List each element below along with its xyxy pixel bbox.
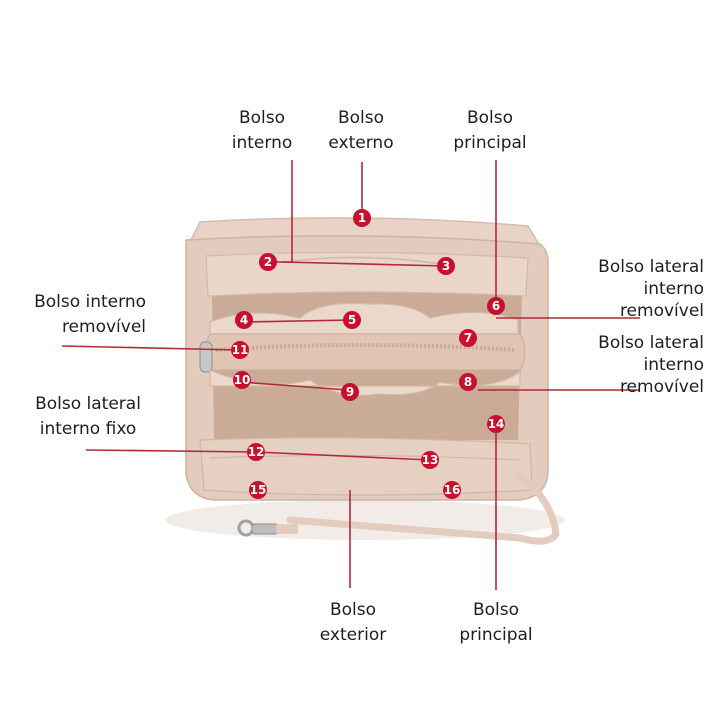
- marker-15: 15: [249, 481, 267, 499]
- label-bolso-exterior-bottom: Bolso exterior: [319, 600, 387, 645]
- marker-4: 4: [235, 311, 253, 329]
- scalloped-rim-top: [209, 302, 519, 335]
- svg-text:1: 1: [358, 211, 366, 225]
- label-bolso-lateral-fixo: Bolso lateral interno fixo: [35, 394, 141, 439]
- label-bolso-principal-top: Bolso principal: [453, 108, 527, 153]
- marker-6: 6: [487, 297, 505, 315]
- label-bolso-lateral-removivel-2: Bolso lateral interno removível: [598, 333, 704, 397]
- zipper-pull: [199, 341, 213, 373]
- svg-text:14: 14: [488, 417, 505, 431]
- marker-5: 5: [343, 311, 361, 329]
- svg-text:4: 4: [240, 313, 248, 327]
- svg-text:9: 9: [346, 385, 354, 399]
- key-clip: [237, 519, 298, 537]
- svg-text:10: 10: [234, 373, 251, 387]
- top-pocket-row: [205, 251, 529, 297]
- marker-7: 7: [459, 329, 477, 347]
- label-bolso-principal-bottom: Bolso principal: [459, 600, 533, 645]
- label-bolso-lateral-removivel-1: Bolso lateral interno removível: [598, 257, 704, 321]
- marker-16: 16: [443, 481, 461, 499]
- svg-text:3: 3: [442, 259, 450, 273]
- zipper-teeth: [215, 343, 517, 352]
- svg-text:7: 7: [464, 331, 472, 345]
- svg-text:5: 5: [348, 313, 356, 327]
- marker-1: 1: [353, 209, 371, 227]
- top-pocket-divider: [285, 256, 441, 265]
- marker-9: 9: [341, 383, 359, 401]
- marker-11: 11: [231, 341, 249, 359]
- svg-text:15: 15: [250, 483, 267, 497]
- label-bolso-interno-top: Bolso interno: [231, 108, 293, 153]
- leader-lines: [61, 160, 640, 590]
- svg-text:6: 6: [492, 299, 500, 313]
- svg-text:8: 8: [464, 375, 472, 389]
- svg-text:13: 13: [422, 453, 439, 467]
- label-bolso-interno-removivel: Bolso interno removível: [34, 292, 146, 337]
- svg-text:2: 2: [264, 255, 272, 269]
- svg-text:11: 11: [232, 343, 249, 357]
- label-bolso-externo-top: Bolso externo: [328, 108, 394, 153]
- marker-14: 14: [487, 415, 505, 433]
- marker-13: 13: [421, 451, 439, 469]
- marker-3: 3: [437, 257, 455, 275]
- marker-12: 12: [247, 443, 265, 461]
- svg-text:16: 16: [444, 483, 461, 497]
- svg-text:12: 12: [248, 445, 265, 459]
- marker-8: 8: [459, 373, 477, 391]
- zipper-pouch: [204, 333, 526, 371]
- marker-2: 2: [259, 253, 277, 271]
- side-strap: [286, 472, 560, 545]
- marker-10: 10: [233, 371, 251, 389]
